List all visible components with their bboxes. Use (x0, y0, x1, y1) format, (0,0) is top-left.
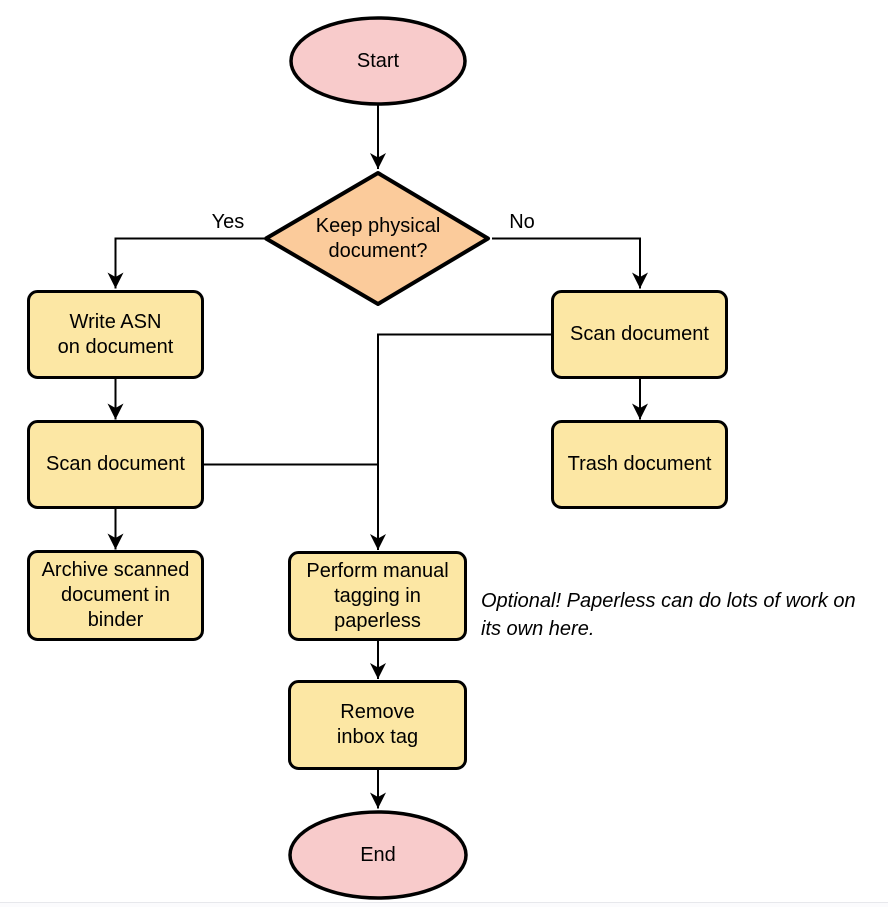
scan-right-node-label: Scan document (570, 323, 709, 345)
start-node-shape (289, 16, 467, 106)
scan-left-node-shape (27, 420, 204, 509)
trash-node-shape (551, 420, 728, 509)
scan-right-node-shape (551, 290, 728, 379)
start-node-label: Start (356, 49, 400, 72)
scan-left-node-label: Scan document (46, 453, 185, 475)
edge-label-no: No (509, 211, 535, 233)
decision-node-shape (264, 171, 490, 306)
write-asn-node-label: Write ASN on document (57, 310, 174, 358)
page-below-area (0, 903, 888, 907)
perform-tagging-node-shape (288, 551, 467, 641)
trash-node-label: Trash document (567, 453, 712, 475)
remove-inbox-node-label: Remove inbox tag (336, 701, 419, 748)
perform-tagging-node-label: Perform manual tagging in paperless (306, 559, 449, 632)
archive-node-label: Archive scanned document in binder (41, 559, 190, 631)
edge-decision-yes-to-write-asn (107, 237, 264, 289)
end-node-shape (288, 810, 468, 900)
archive-node-shape (27, 550, 204, 641)
page-bottom-divider (0, 902, 888, 903)
edge-scan-right-to-perform-tagging (370, 333, 552, 550)
optional-annotation: Optional! Paperless can do lots of work … (481, 590, 856, 640)
edge-decision-no-to-scan-right (492, 237, 648, 289)
end-node-label: End (360, 843, 396, 866)
write-asn-node-shape (27, 290, 204, 379)
edge-label-yes: Yes (211, 211, 245, 233)
decision-node-label: Keep physical document? (315, 214, 441, 262)
remove-inbox-node-shape (288, 680, 467, 770)
